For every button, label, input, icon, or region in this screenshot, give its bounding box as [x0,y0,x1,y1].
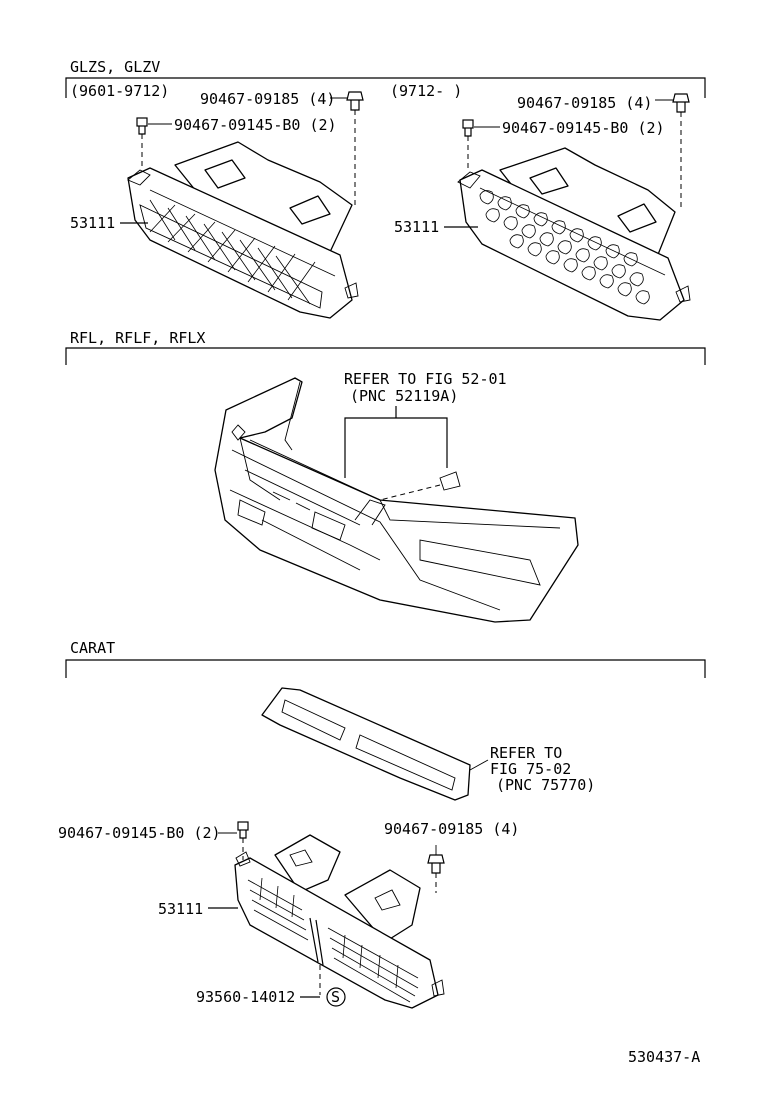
carat-grille [234,834,445,1009]
bumper-refer-bracket [344,417,448,478]
carat-screw-label: 93560-14012 [196,988,295,1006]
section-bracket-carat [65,659,706,678]
section-header-rfl: RFL, RFLF, RFLX [70,329,205,347]
carat-clip-label: 90467-09185 (4) [384,820,519,838]
bumper-refer-line2: (PNC 52119A) [350,387,458,405]
section-header-glzs: GLZS, GLZV [70,58,160,76]
right-bolt-label: 90467-09145-B0 (2) [502,119,665,137]
bumper-refer-line1: REFER TO FIG 52-01 [344,370,507,388]
grille-left [127,141,359,319]
carat-refer-line2: FIG 75-02 [490,760,571,778]
right-clip [655,93,690,210]
right-grille-part-number: 53111 [394,218,439,236]
carat-screw-badge-letter: S [331,988,340,1006]
right-bolt [462,119,500,172]
carat-clip [427,845,445,893]
carat-grille-part-number: 53111 [158,900,203,918]
left-clip-label: 90467-09185 (4) [200,90,335,108]
section-bracket-glzs [65,77,706,98]
right-clip-label: 90467-09185 (4) [517,94,652,112]
carat-molding [261,687,471,801]
carat-bolt [218,821,249,860]
left-grille-part-number: 53111 [70,214,115,232]
section-header-carat: CARAT [70,639,115,657]
grille-right [457,147,691,321]
carat-bolt-label: 90467-09145-B0 (2) [58,824,221,842]
left-bolt-label: 90467-09145-B0 (2) [174,116,337,134]
figure-code: 530437-A [628,1048,700,1066]
left-clip [330,91,364,205]
left-bolt [136,117,172,170]
right-grille-period: (9712- ) [390,82,462,100]
section-bracket-rfl [65,347,706,365]
carat-refer-line3: (PNC 75770) [496,776,595,794]
carat-refer-line1: REFER TO [490,744,562,762]
front-bumper [214,377,579,623]
carat-screw-badge [326,987,346,1007]
left-grille-period: (9601-9712) [70,82,169,100]
